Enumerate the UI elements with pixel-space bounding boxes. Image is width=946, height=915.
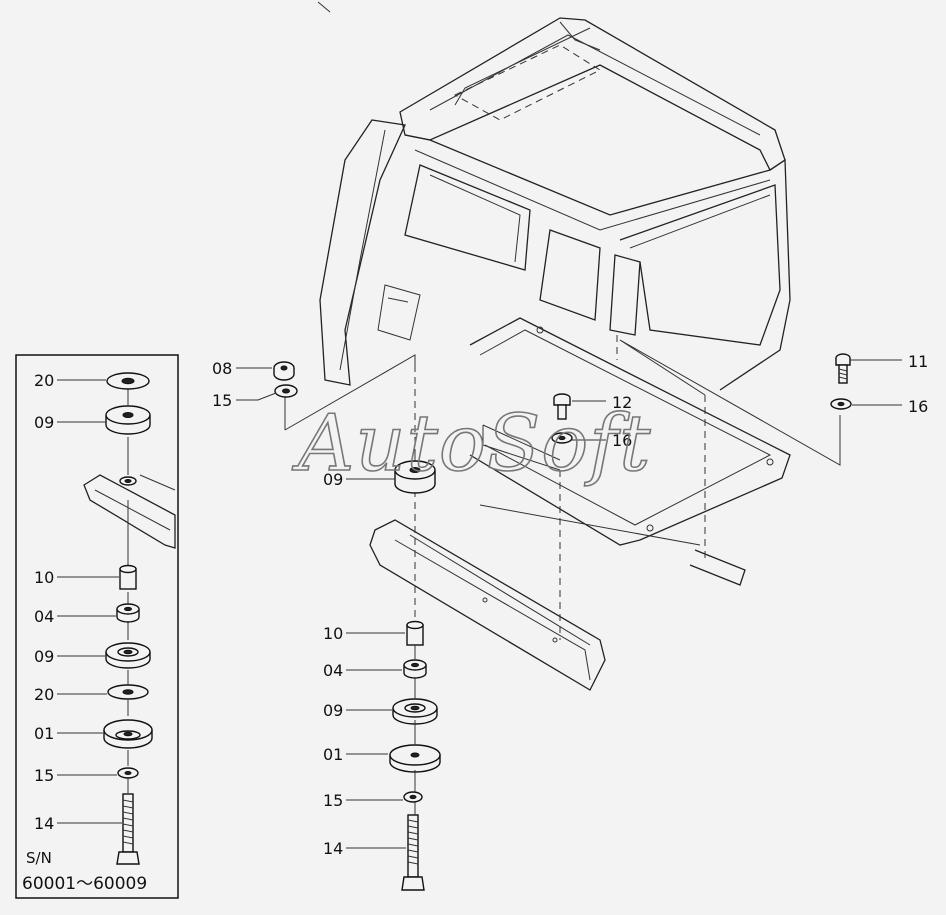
part-15-washer: [274, 384, 298, 398]
callout-01: 01: [323, 745, 343, 764]
inset-part-09-lower: [105, 642, 151, 669]
part-01-cup: [389, 744, 441, 773]
main-parts: [273, 353, 852, 891]
part-16-washer-right: [830, 398, 852, 410]
callout-04: 04: [323, 661, 343, 680]
inset-part-01-cup: [103, 719, 153, 749]
inset-box: 20 09 10 04 09 20 01 15 14 S/N 60001～600…: [15, 354, 179, 899]
inset-part-09-mount: [105, 405, 151, 435]
callout-15: 15: [323, 791, 343, 810]
part-09-lower-mount: [392, 698, 438, 725]
inset-callout-15: 15: [34, 766, 54, 785]
main-leaders: [236, 359, 902, 849]
inset-callout-04: 04: [34, 607, 54, 626]
part-08-nut: [273, 361, 295, 381]
inset-part-20-washer: [106, 372, 150, 390]
callout-10: 10: [323, 624, 343, 643]
inset-callout-09-lower: 09: [34, 647, 54, 666]
inset-callout-10: 10: [34, 568, 54, 587]
inset-part-04-spacer: [116, 603, 140, 623]
part-14-bolt: [401, 814, 425, 891]
callout-15: 15: [212, 391, 232, 410]
callout-09: 09: [323, 701, 343, 720]
part-04-spacer: [403, 659, 427, 679]
part-15-washer-lower: [403, 791, 423, 803]
callout-14: 14: [323, 839, 343, 858]
callout-11: 11: [908, 352, 928, 371]
watermark: AutoSoft: [292, 399, 651, 489]
callout-08: 08: [212, 359, 232, 378]
part-12-bolt: [553, 393, 571, 420]
serial-range: 60001～60009: [22, 874, 147, 894]
serial-label: S/N: [26, 849, 52, 867]
callout-09: 09: [323, 470, 343, 489]
inset-part-20-washer-lower: [107, 684, 149, 700]
callout-12: 12: [612, 393, 632, 412]
inset-callout-14: 14: [34, 814, 54, 833]
inset-callout-20-lower: 20: [34, 685, 54, 704]
inset-part-10-collar: [119, 564, 137, 590]
cab-drawing: [284, 1, 841, 691]
part-10-collar: [406, 620, 424, 646]
inset-part-15-washer: [117, 767, 139, 779]
part-11-bolt: [835, 353, 851, 384]
main-callout-labels: 08 15 09 12 16 11 16 10 04 09 01 15 14: [212, 352, 928, 858]
inset-callout-20: 20: [34, 371, 54, 390]
callout-16: 16: [612, 431, 632, 450]
part-16-washer: [551, 432, 573, 444]
part-09-upper-mount: [394, 455, 436, 494]
inset-part-14-bolt: [116, 793, 140, 865]
callout-16: 16: [908, 397, 928, 416]
inset-callout-09: 09: [34, 413, 54, 432]
inset-callout-01: 01: [34, 724, 54, 743]
